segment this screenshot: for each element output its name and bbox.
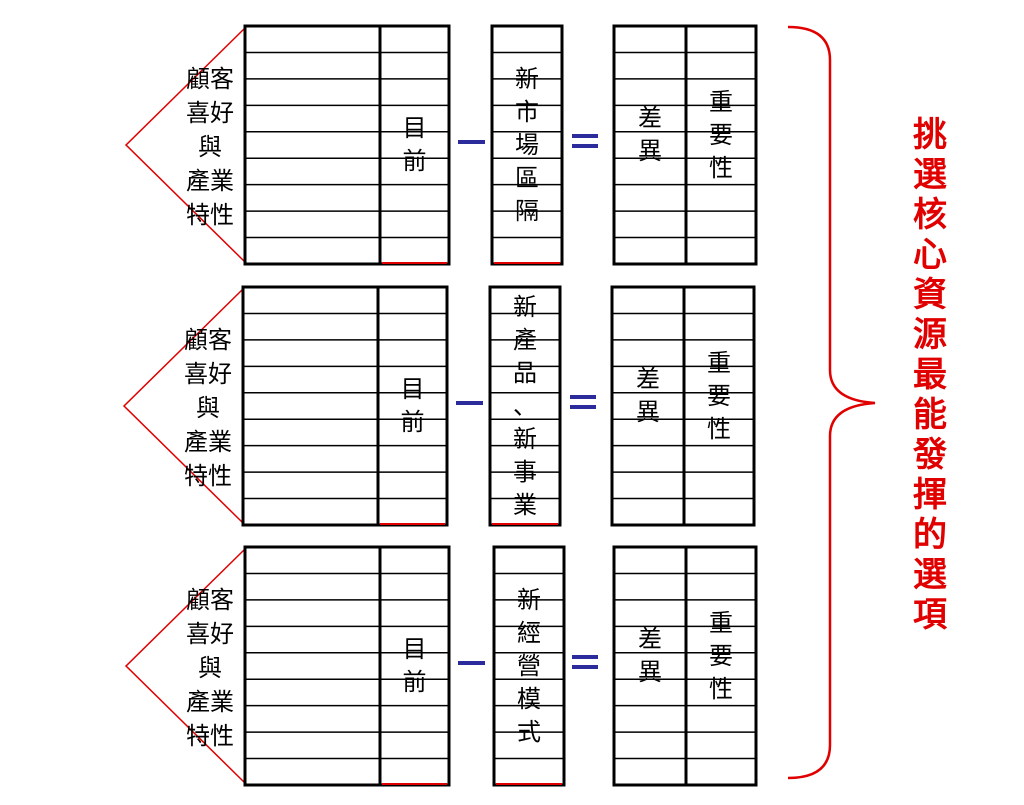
- label-line: 顧客: [186, 65, 234, 93]
- new-option-label: 新經營模式: [494, 547, 564, 785]
- current-label-text: 目前: [400, 375, 425, 436]
- current-label: 目前: [380, 547, 449, 785]
- customer-industry-label: 顧客喜好與產業特性: [175, 62, 245, 232]
- label-line: 產業: [186, 688, 234, 716]
- label-line: 顧客: [186, 586, 234, 614]
- diff-label: 差異: [612, 277, 684, 515]
- new-option-label-text: 新市場區隔: [515, 64, 539, 225]
- attribute-column: [243, 545, 382, 787]
- current-label-text: 目前: [402, 635, 427, 696]
- new-option-label-text: 新經營模式: [517, 585, 541, 746]
- attribute-column: [243, 24, 382, 266]
- new-option-label: 新市場區隔: [492, 26, 562, 264]
- diff-label: 差異: [614, 537, 686, 775]
- diff-label-text: 差異: [638, 104, 662, 165]
- customer-industry-label: 顧客喜好與產業特性: [175, 583, 245, 753]
- bracket-triangle: [124, 548, 246, 784]
- importance-column: [684, 545, 758, 787]
- importance-label: 重要性: [686, 16, 756, 254]
- importance-label: 重要性: [686, 537, 756, 775]
- importance-label-text: 重要性: [707, 348, 731, 443]
- attribute-column: [241, 285, 380, 527]
- importance-label-text: 重要性: [709, 608, 733, 703]
- bracket-triangle: [124, 27, 246, 263]
- importance-column: [684, 24, 758, 266]
- new-option-label: 新產品、新事業: [490, 287, 560, 525]
- new-option-label-text: 新產品、新事業: [513, 292, 537, 519]
- label-line: 特性: [184, 462, 232, 490]
- diff-label: 差異: [614, 16, 686, 254]
- label-line: 特性: [186, 201, 234, 229]
- label-line: 與: [196, 394, 220, 422]
- diff-label-text: 差異: [636, 365, 660, 426]
- importance-label-text: 重要性: [709, 87, 733, 182]
- label-line: 產業: [186, 167, 234, 195]
- current-label-text: 目前: [402, 114, 427, 175]
- label-line: 與: [198, 133, 222, 161]
- bracket-triangle: [122, 288, 244, 524]
- label-line: 顧客: [184, 326, 232, 354]
- label-line: 產業: [184, 428, 232, 456]
- label-line: 與: [198, 654, 222, 682]
- current-label: 目前: [380, 26, 449, 264]
- diff-label-text: 差異: [638, 625, 662, 686]
- importance-label: 重要性: [684, 277, 754, 515]
- current-label: 目前: [378, 287, 447, 525]
- importance-column: [682, 285, 756, 527]
- label-line: 喜好: [186, 99, 234, 127]
- label-line: 特性: [186, 722, 234, 750]
- label-line: 喜好: [184, 360, 232, 388]
- customer-industry-label: 顧客喜好與產業特性: [173, 323, 243, 493]
- label-line: 喜好: [186, 620, 234, 648]
- curly-brace: [787, 25, 876, 780]
- side-label: 挑選核心資源最能發揮的選項: [913, 115, 947, 635]
